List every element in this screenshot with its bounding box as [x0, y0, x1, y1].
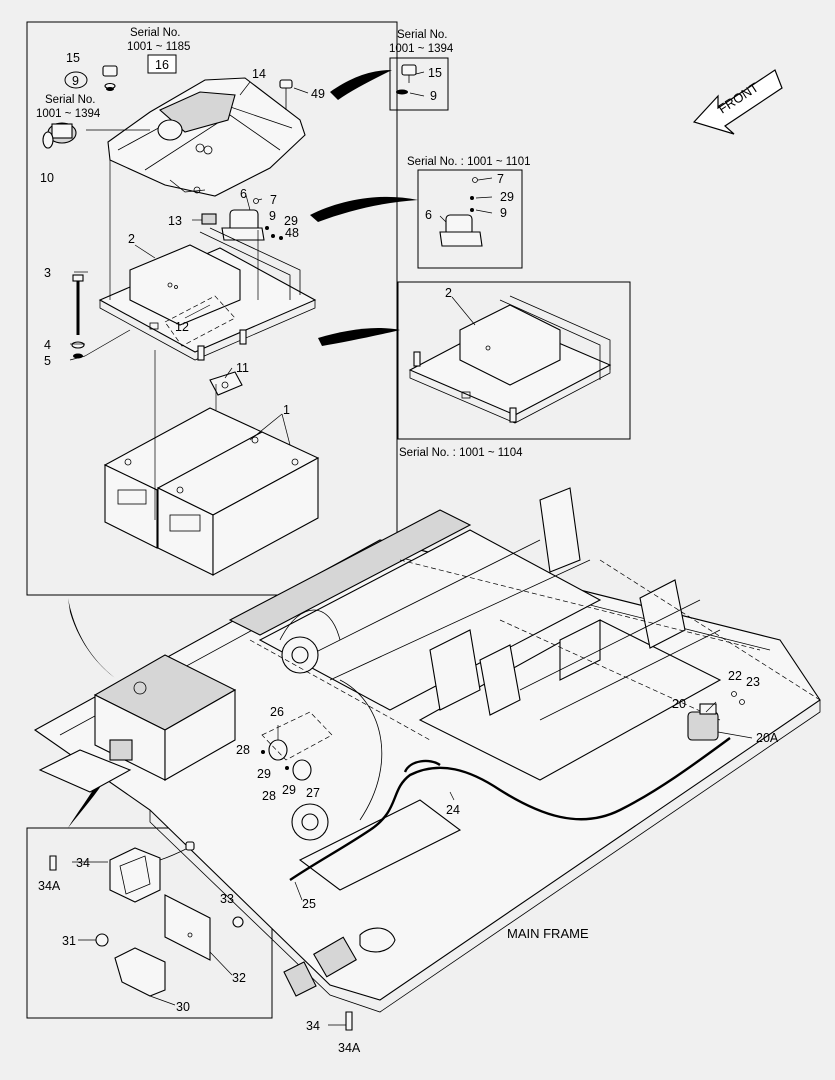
bracket-13: [201, 213, 217, 225]
battery-group-box: [26, 21, 398, 596]
callout-34-bottom: 34: [306, 1019, 320, 1033]
callout-29-detail: 29: [500, 190, 514, 204]
callout-5: 5: [44, 354, 51, 368]
callout-15-detail: 15: [428, 66, 442, 80]
wiring-harness: [289, 737, 731, 881]
callout-2-detail: 2: [445, 286, 452, 300]
clamp-11: [209, 371, 243, 396]
pointer-arrow-tray: [318, 327, 400, 346]
callout-23: 23: [746, 675, 760, 689]
callout-6-detail: 6: [425, 208, 432, 222]
callout-22: 22: [728, 669, 742, 683]
serial-left-range: 1001 ~ 1394: [36, 108, 101, 120]
callout-34-left: 34: [76, 856, 90, 870]
serial-top-title: Serial No.: [130, 27, 181, 39]
callout-34a-left: 34A: [38, 879, 61, 893]
main-frame-label: MAIN FRAME: [507, 926, 589, 941]
callout-31: 31: [62, 934, 76, 948]
detail-box-cap: [389, 57, 449, 111]
tray-bolt: [71, 274, 85, 359]
callout-25: 25: [302, 897, 316, 911]
callout-9-relay: 9: [269, 209, 276, 223]
callout-32: 32: [232, 971, 246, 985]
callout-16-box: [147, 54, 177, 74]
battery-assembly-installed: [38, 654, 237, 793]
callout-20: 20: [672, 697, 686, 711]
serial-left-title: Serial No.: [45, 94, 96, 106]
callout-4: 4: [44, 338, 51, 352]
pointer-arrow-battery: [68, 598, 118, 680]
battery-switch: [42, 122, 77, 149]
battery-cover: [107, 77, 306, 197]
batteries: [103, 407, 320, 576]
battery-relay: [221, 198, 283, 241]
bulb-34a-bottom: [345, 1011, 353, 1031]
battery-tray: [98, 227, 317, 361]
callout-9-detail: 9: [430, 89, 437, 103]
callout-29-relay: 29: [284, 214, 298, 228]
callout-10: 10: [40, 171, 54, 185]
pointer-arrow-relay: [310, 196, 418, 222]
callout-1: 1: [283, 403, 290, 417]
pointer-arrow-cap: [330, 70, 392, 100]
callout-24: 24: [446, 803, 460, 817]
callout-9-circle: [64, 71, 88, 89]
callout-28b: 28: [262, 789, 276, 803]
knob-left: [102, 65, 118, 91]
callout-28a: 28: [236, 743, 250, 757]
callout-15-left: 15: [66, 51, 80, 65]
callout-9-relay-detail: 9: [500, 206, 507, 220]
callout-9-left: 9: [72, 74, 79, 88]
serial-top-range: 1001 ~ 1185: [127, 41, 190, 53]
callout-30: 30: [176, 1000, 190, 1014]
leader-lines: [69, 71, 753, 1026]
serial-tr-title: Serial No.: [397, 29, 448, 41]
detail-tray-parts: [408, 295, 612, 424]
horn-20: [687, 691, 745, 741]
callout-20a: 20A: [756, 731, 779, 745]
callout-29a: 29: [257, 767, 271, 781]
mount-parts: [261, 711, 333, 781]
callout-49: 49: [311, 87, 325, 101]
work-lamp-installed: [283, 961, 317, 997]
detail-cap-parts: [396, 64, 417, 95]
lamp-detail-parts: [49, 841, 244, 997]
callout-6: 6: [240, 187, 247, 201]
front-arrow: FRONT: [692, 69, 783, 135]
callout-11: 11: [236, 361, 249, 375]
knob-49: [279, 79, 293, 110]
serial-mid-right: Serial No. : 1001 ~ 1101: [407, 156, 531, 168]
callout-27: 27: [306, 786, 320, 800]
detail-relay-parts: [439, 177, 483, 247]
callout-48: 48: [285, 226, 299, 240]
callout-3: 3: [44, 266, 51, 280]
callout-7-detail: 7: [497, 172, 504, 186]
callout-29b: 29: [282, 783, 296, 797]
callout-12: 12: [175, 320, 189, 334]
callout-2: 2: [128, 232, 135, 246]
callout-7: 7: [270, 193, 277, 207]
detail-box-tray: [397, 281, 631, 440]
callout-34a-bottom: 34A: [338, 1041, 361, 1055]
detail-box-relay: [417, 169, 523, 269]
callout-14: 14: [252, 67, 266, 81]
callout-33: 33: [220, 892, 234, 906]
callout-26: 26: [270, 705, 284, 719]
callout-13: 13: [168, 214, 182, 228]
callout-16: 16: [155, 58, 169, 72]
serial-lower-right: Serial No. : 1001 ~ 1104: [399, 447, 523, 459]
serial-tr-range: 1001 ~ 1394: [389, 43, 454, 55]
